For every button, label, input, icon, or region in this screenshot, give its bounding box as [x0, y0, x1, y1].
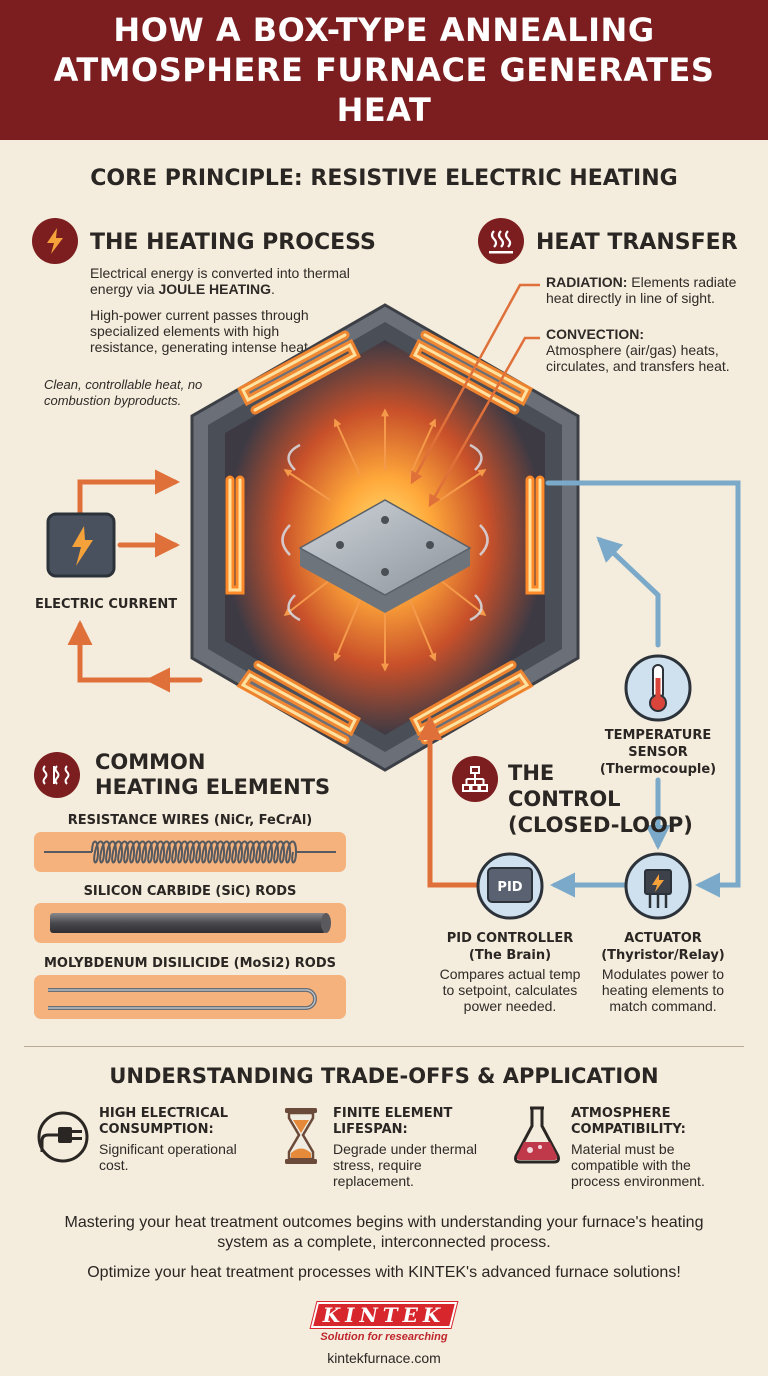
page-title: HOW A BOX-TYPE ANNEALING ATMOSPHERE FURN…: [53, 11, 715, 129]
actuator-desc: Modulates power to heating elements to m…: [601, 966, 725, 1014]
sic-rod-strip: [34, 903, 346, 943]
tradeoff-2-title: FINITE ELEMENT LIFESPAN:: [333, 1106, 503, 1138]
pid-controller-desc: Compares actual temp to setpoint, calcul…: [439, 966, 581, 1014]
tradeoff-1-text: Significant operational cost.: [99, 1141, 237, 1173]
footer-line-2: Optimize your heat treatment processes w…: [87, 1264, 681, 1281]
sensor-label-line3: (Thermocouple): [599, 762, 717, 777]
pid-controller-label: PID CONTROLLER (The Brain): [430, 930, 590, 964]
radiation-label: RADIATION:: [546, 274, 628, 290]
flask-icon: [508, 1104, 566, 1166]
convection-text: CONVECTION:Atmosphere (air/gas) heats, c…: [546, 326, 756, 374]
flowchart-icon: [452, 756, 498, 802]
mosi2-rod-strip: [34, 975, 346, 1019]
convection-arrows: [281, 443, 489, 622]
temperature-sensor-label: TEMPERATURE SENSOR (Thermocouple): [588, 727, 728, 778]
resistance-wire-coil: [44, 840, 336, 864]
resistance-wire-strip: [34, 832, 346, 872]
common-elements-title-line1: COMMON: [95, 750, 206, 774]
tradeoff-3-text: Material must be compatible with the pro…: [571, 1141, 705, 1189]
radiation-text: RADIATION: Elements radiate heat directl…: [546, 274, 756, 306]
actuator-label-line2: (Thyristor/Relay): [601, 948, 725, 963]
workpiece-plate: [298, 499, 472, 613]
common-elements-title-line2: HEATING ELEMENTS: [95, 775, 331, 799]
control-loop-blue: [545, 480, 741, 898]
tradeoff-1-title-line2: CONSUMPTION:: [99, 1122, 214, 1137]
pid-label-line1: PID CONTROLLER: [446, 931, 574, 946]
convection-label: CONVECTION:: [546, 326, 644, 342]
radiation-desc: Elements radiate heat directly in line o…: [546, 274, 737, 306]
control-title-line1: THE: [508, 761, 555, 785]
sensor-label-line1: TEMPERATURE: [604, 728, 712, 743]
joule-heating-term: JOULE HEATING: [158, 281, 272, 297]
radiation-arrows: [283, 408, 487, 672]
core-principle-heading: CORE PRINCIPLE: RESISTIVE ELECTRIC HEATI…: [90, 166, 678, 191]
control-title-line3: (CLOSED-LOOP): [508, 813, 693, 837]
furnace-diagram: PID: [46, 283, 741, 920]
heat-transfer-title: HEAT TRANSFER: [536, 230, 738, 255]
electric-current-label: ELECTRIC CURRENT: [35, 597, 178, 612]
joule-text-post: .: [271, 281, 275, 297]
joule-text-pre: Electrical energy is converted into ther…: [90, 265, 350, 297]
heating-process-note: Clean, controllable heat, no combustion …: [44, 377, 203, 408]
tradeoff-3-title-line2: COMPATIBILITY:: [571, 1122, 686, 1137]
control-title: THE CONTROL (CLOSED-LOOP): [508, 760, 693, 838]
heating-coils-core: [228, 333, 542, 742]
sensor-label-line2: SENSOR: [628, 745, 688, 760]
mosi2-u-rod: [48, 988, 317, 1010]
sic-rod: [50, 913, 331, 933]
hourglass-icon: [277, 1104, 325, 1168]
tradeoff-2-title-line2: LIFESPAN:: [333, 1122, 408, 1137]
lightning-icon: [32, 218, 78, 264]
svg-text:PID: PID: [497, 880, 522, 895]
heating-process-text-2: High-power current passes through specia…: [90, 307, 312, 355]
actuator-label: ACTUATOR (Thyristor/Relay): [588, 930, 738, 964]
title-banner: HOW A BOX-TYPE ANNEALING ATMOSPHERE FURN…: [0, 0, 768, 140]
control-loop-orange: [417, 715, 488, 888]
heat-waves-icon: [478, 218, 524, 264]
kintek-brand-text: KINTEK: [322, 1303, 446, 1327]
heating-process-text-1: Electrical energy is converted into ther…: [90, 265, 370, 297]
kintek-tagline: Solution for researching: [320, 1331, 448, 1343]
element-label-mosi2-rods: MOLYBDENUM DISILICIDE (MoSi2) RODS: [43, 956, 337, 971]
common-elements-title: COMMON HEATING ELEMENTS: [95, 750, 330, 800]
actuator-label-line1: ACTUATOR: [624, 931, 702, 946]
tradeoff-2-text: Degrade under thermal stress, require re…: [333, 1141, 477, 1189]
plug-icon: [34, 1108, 92, 1166]
coil-element-icon: [34, 752, 80, 798]
element-label-sic-rods: SILICON CARBIDE (SiC) RODS: [83, 884, 297, 899]
tradeoffs-title: UNDERSTANDING TRADE-OFFS & APPLICATION: [109, 1064, 659, 1088]
tradeoff-3-title: ATMOSPHERE COMPATIBILITY:: [571, 1106, 741, 1138]
control-title-line2: CONTROL: [508, 787, 621, 811]
power-lightning-icon: [72, 526, 93, 566]
footer-line-1: Mastering your heat treatment outcomes b…: [64, 1214, 704, 1251]
tradeoff-2-title-line1: FINITE ELEMENT: [333, 1106, 453, 1121]
pid-label-line2: (The Brain): [468, 948, 552, 963]
current-loop: [67, 469, 203, 693]
convection-desc: Atmosphere (air/gas) heats, circulates, …: [546, 342, 730, 374]
element-label-resistance-wires: RESISTANCE WIRES (NiCr, FeCrAl): [67, 813, 313, 828]
tradeoff-1-title: HIGH ELECTRICAL CONSUMPTION:: [99, 1106, 269, 1138]
section-divider: [24, 1046, 744, 1047]
tradeoff-3-title-line1: ATMOSPHERE: [571, 1106, 671, 1121]
website-link[interactable]: kintekfurnace.com: [327, 1350, 441, 1366]
heat-transfer-pointers: [410, 283, 540, 508]
tradeoff-1-title-line1: HIGH ELECTRICAL: [99, 1106, 228, 1121]
heating-process-title: THE HEATING PROCESS: [90, 230, 376, 255]
